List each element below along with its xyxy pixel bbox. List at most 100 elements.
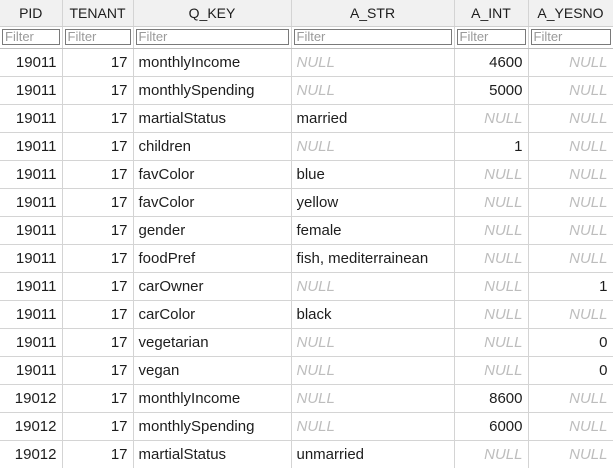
cell-q-key[interactable]: foodPref [133, 244, 292, 273]
cell-a-yesno[interactable]: NULL [528, 160, 613, 189]
cell-q-key[interactable]: monthlyIncome [133, 384, 292, 413]
cell-q-key[interactable]: monthlySpending [133, 412, 292, 441]
cell-a-int[interactable]: NULL [454, 104, 529, 133]
cell-a-str[interactable]: NULL [291, 412, 455, 441]
column-header-tenant[interactable]: TENANT [62, 0, 134, 27]
cell-a-str[interactable]: unmarried [291, 440, 455, 468]
column-header-a-int[interactable]: A_INT [454, 0, 529, 27]
cell-q-key[interactable]: martialStatus [133, 440, 292, 468]
cell-pid[interactable]: 19011 [0, 76, 63, 105]
cell-a-str[interactable]: female [291, 216, 455, 245]
cell-q-key[interactable]: favColor [133, 188, 292, 217]
cell-a-str[interactable]: black [291, 300, 455, 329]
cell-a-yesno[interactable]: NULL [528, 48, 613, 77]
cell-pid[interactable]: 19011 [0, 188, 63, 217]
cell-tenant[interactable]: 17 [62, 188, 134, 217]
cell-a-int[interactable]: 1 [454, 132, 529, 161]
cell-q-key[interactable]: monthlySpending [133, 76, 292, 105]
cell-a-str[interactable]: NULL [291, 76, 455, 105]
cell-a-str[interactable]: NULL [291, 132, 455, 161]
cell-tenant[interactable]: 17 [62, 216, 134, 245]
cell-a-int[interactable]: 6000 [454, 412, 529, 441]
cell-a-int[interactable]: NULL [454, 356, 529, 385]
cell-tenant[interactable]: 17 [62, 132, 134, 161]
cell-pid[interactable]: 19011 [0, 300, 63, 329]
cell-pid[interactable]: 19012 [0, 440, 63, 468]
cell-a-str[interactable]: blue [291, 160, 455, 189]
column-header-a-str[interactable]: A_STR [291, 0, 455, 27]
filter-input-a-yesno[interactable] [530, 28, 611, 45]
cell-a-yesno[interactable]: NULL [528, 132, 613, 161]
filter-input-pid[interactable] [2, 28, 60, 45]
cell-a-str[interactable]: NULL [291, 48, 455, 77]
cell-pid[interactable]: 19011 [0, 216, 63, 245]
cell-tenant[interactable]: 17 [62, 244, 134, 273]
cell-a-yesno[interactable]: NULL [528, 384, 613, 413]
cell-a-int[interactable]: 8600 [454, 384, 529, 413]
cell-tenant[interactable]: 17 [62, 48, 134, 77]
cell-a-yesno[interactable]: NULL [528, 76, 613, 105]
cell-tenant[interactable]: 17 [62, 440, 134, 468]
cell-a-int[interactable]: NULL [454, 244, 529, 273]
cell-a-yesno[interactable]: NULL [528, 412, 613, 441]
cell-q-key[interactable]: gender [133, 216, 292, 245]
cell-q-key[interactable]: favColor [133, 160, 292, 189]
cell-a-yesno[interactable]: NULL [528, 216, 613, 245]
cell-a-yesno[interactable]: NULL [528, 300, 613, 329]
cell-a-str[interactable]: NULL [291, 384, 455, 413]
cell-pid[interactable]: 19011 [0, 272, 63, 301]
cell-tenant[interactable]: 17 [62, 300, 134, 329]
cell-pid[interactable]: 19011 [0, 356, 63, 385]
cell-tenant[interactable]: 17 [62, 328, 134, 357]
cell-a-yesno[interactable]: NULL [528, 244, 613, 273]
cell-tenant[interactable]: 17 [62, 356, 134, 385]
column-header-pid[interactable]: PID [0, 0, 63, 27]
cell-a-str[interactable]: NULL [291, 328, 455, 357]
cell-a-int[interactable]: NULL [454, 440, 529, 468]
cell-q-key[interactable]: carOwner [133, 272, 292, 301]
cell-q-key[interactable]: carColor [133, 300, 292, 329]
cell-a-yesno[interactable]: 0 [528, 356, 613, 385]
cell-a-str[interactable]: NULL [291, 356, 455, 385]
cell-tenant[interactable]: 17 [62, 160, 134, 189]
cell-tenant[interactable]: 17 [62, 384, 134, 413]
cell-pid[interactable]: 19012 [0, 384, 63, 413]
cell-a-yesno[interactable]: 0 [528, 328, 613, 357]
cell-a-yesno[interactable]: NULL [528, 104, 613, 133]
filter-input-a-int[interactable] [456, 28, 526, 45]
cell-tenant[interactable]: 17 [62, 412, 134, 441]
column-header-q-key[interactable]: Q_KEY [133, 0, 292, 27]
cell-pid[interactable]: 19011 [0, 48, 63, 77]
cell-pid[interactable]: 19011 [0, 104, 63, 133]
cell-pid[interactable]: 19011 [0, 328, 63, 357]
cell-a-int[interactable]: NULL [454, 188, 529, 217]
cell-a-str[interactable]: married [291, 104, 455, 133]
cell-q-key[interactable]: children [133, 132, 292, 161]
cell-q-key[interactable]: vegan [133, 356, 292, 385]
filter-input-a-str[interactable] [293, 28, 452, 45]
cell-tenant[interactable]: 17 [62, 76, 134, 105]
cell-a-yesno[interactable]: 1 [528, 272, 613, 301]
cell-a-int[interactable]: NULL [454, 272, 529, 301]
cell-a-str[interactable]: yellow [291, 188, 455, 217]
column-header-a-yesno[interactable]: A_YESNO [528, 0, 613, 27]
cell-pid[interactable]: 19011 [0, 132, 63, 161]
cell-tenant[interactable]: 17 [62, 104, 134, 133]
cell-a-str[interactable]: NULL [291, 272, 455, 301]
cell-a-int[interactable]: 5000 [454, 76, 529, 105]
cell-pid[interactable]: 19011 [0, 160, 63, 189]
